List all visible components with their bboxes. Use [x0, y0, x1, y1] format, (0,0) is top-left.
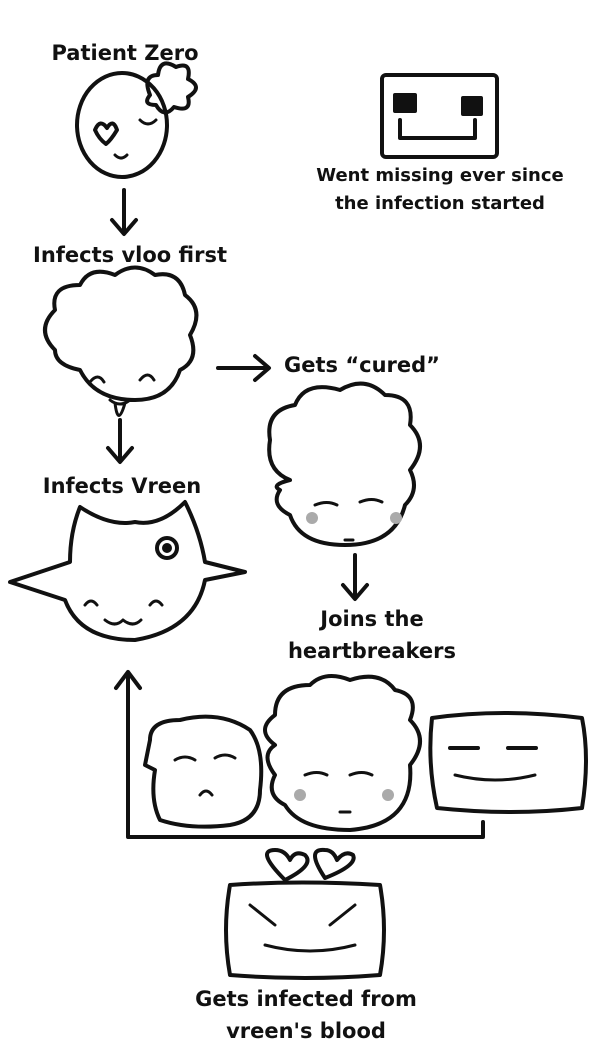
label-blood-line2: vreen's blood — [226, 1019, 386, 1043]
label-patient-zero: Patient Zero — [51, 41, 199, 65]
arrow-down-1 — [110, 188, 138, 236]
label-joins-line1: Joins the — [320, 607, 424, 631]
cured-vloo-face — [267, 381, 422, 547]
label-missing-line1: Went missing ever since — [316, 165, 564, 186]
label-joins-line2: heartbreakers — [287, 639, 457, 663]
arrow-right-1 — [216, 354, 271, 382]
patient-zero-face — [75, 61, 198, 179]
vreen-face — [8, 500, 247, 642]
vloo-face — [43, 265, 199, 417]
label-blood-line1: Gets infected from — [195, 987, 417, 1011]
heartbreakers-group — [143, 674, 588, 832]
label-missing-line2: the infection started — [335, 193, 545, 214]
arrow-down-2 — [106, 418, 134, 464]
return-arrow — [114, 670, 485, 839]
arrow-down-3 — [341, 553, 369, 601]
missing-character-face — [380, 73, 499, 159]
infected-vreen-face — [224, 847, 386, 980]
label-infects-vreen: Infects Vreen — [42, 474, 202, 498]
label-infects-vloo: Infects vloo first — [33, 243, 227, 267]
label-gets-cured: Gets “cured” — [284, 353, 440, 377]
